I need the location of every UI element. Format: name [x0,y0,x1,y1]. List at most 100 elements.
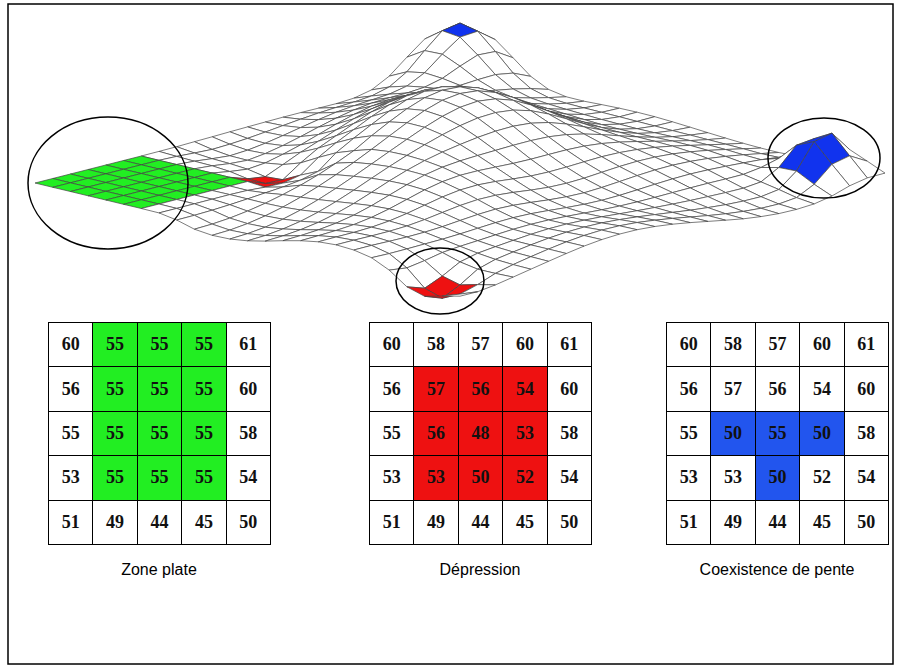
cell-value: 55 [150,334,168,355]
cell-value: 56 [680,379,698,400]
grid-cell: 45 [502,500,547,545]
grid-cell: 53 [710,455,755,500]
cell-value: 60 [560,379,578,400]
cell-value: 57 [768,334,786,355]
grid-cell: 54 [547,455,592,500]
grid-cell: 60 [547,366,592,411]
cell-value: 60 [239,379,257,400]
cell-value: 55 [383,423,401,444]
grid-cell: 52 [799,455,844,500]
grid-cell: 56 [458,366,503,411]
cell-value: 55 [106,379,124,400]
grid-cell: 61 [226,322,271,367]
grid-caption: Dépression [440,561,521,579]
grid-cell: 55 [92,322,137,367]
grid-cell: 58 [413,322,458,367]
cell-value: 57 [427,379,445,400]
grid-cell: 53 [666,455,711,500]
cell-value: 58 [560,423,578,444]
grid-cell: 55 [48,411,93,456]
cell-value: 49 [724,512,742,533]
cell-value: 44 [768,512,786,533]
cell-value: 60 [680,334,698,355]
grid-cell: 51 [369,500,414,545]
cell-value: 53 [62,467,80,488]
grid-cell: 58 [844,411,889,456]
cell-value: 60 [383,334,401,355]
grid-cell: 60 [48,322,93,367]
cell-value: 60 [813,334,831,355]
cell-value: 56 [768,379,786,400]
grid-cell: 55 [181,322,226,367]
cell-value: 55 [195,379,213,400]
cell-value: 58 [427,334,445,355]
grid-cell: 56 [48,366,93,411]
grid-cell: 50 [710,411,755,456]
grid-cell: 52 [502,455,547,500]
grid-cell: 50 [226,500,271,545]
mesh-cell [460,285,495,295]
cell-value: 55 [195,467,213,488]
cell-value: 55 [106,423,124,444]
grid-cell: 57 [710,366,755,411]
grid-cell: 61 [844,322,889,367]
grid-cell: 55 [137,322,182,367]
grid-cell: 56 [413,411,458,456]
cell-value: 55 [768,423,786,444]
grid-cell: 53 [502,411,547,456]
grid-cell: 57 [413,366,458,411]
cell-value: 57 [724,379,742,400]
grid-cell: 51 [666,500,711,545]
grid-cell: 56 [666,366,711,411]
grid-cell: 60 [844,366,889,411]
cell-value: 55 [106,334,124,355]
grid-cell: 44 [137,500,182,545]
cell-value: 54 [239,467,257,488]
cell-value: 58 [724,334,742,355]
cell-value: 50 [857,512,875,533]
highlight-ellipse [768,118,880,198]
cell-value: 50 [471,467,489,488]
cell-value: 51 [383,512,401,533]
cell-value: 55 [150,467,168,488]
cell-value: 55 [150,423,168,444]
cell-value: 49 [427,512,445,533]
grid-cell: 60 [799,322,844,367]
mesh-cell [442,292,477,297]
cell-value: 51 [680,512,698,533]
cell-value: 53 [680,467,698,488]
grid-cell: 44 [755,500,800,545]
grid-cell: 58 [547,411,592,456]
grid-cell: 55 [137,411,182,456]
cell-value: 53 [383,467,401,488]
cell-value: 55 [106,467,124,488]
cell-value: 61 [239,334,257,355]
cell-value: 44 [471,512,489,533]
cell-value: 55 [62,423,80,444]
grid-cell: 50 [755,455,800,500]
cell-value: 45 [195,512,213,533]
cell-value: 57 [471,334,489,355]
grid-cell: 54 [844,455,889,500]
grid-cell: 50 [799,411,844,456]
grid-cell: 60 [502,322,547,367]
grid-cell: 57 [458,322,503,367]
grid-cell: 57 [755,322,800,367]
grid-caption: Coexistence de pente [700,561,855,579]
cell-value: 54 [516,379,534,400]
cell-value: 55 [195,423,213,444]
cell-value: 55 [195,334,213,355]
cell-value: 58 [857,423,875,444]
grid-cell: 44 [458,500,503,545]
grid-cell: 55 [137,455,182,500]
cell-value: 60 [516,334,534,355]
cell-value: 53 [724,467,742,488]
grid-cell: 53 [48,455,93,500]
grid-cell: 55 [369,411,414,456]
cell-value: 54 [560,467,578,488]
cell-value: 52 [516,467,534,488]
grid-cell: 56 [369,366,414,411]
grid-cell: 51 [48,500,93,545]
cell-value: 56 [383,379,401,400]
